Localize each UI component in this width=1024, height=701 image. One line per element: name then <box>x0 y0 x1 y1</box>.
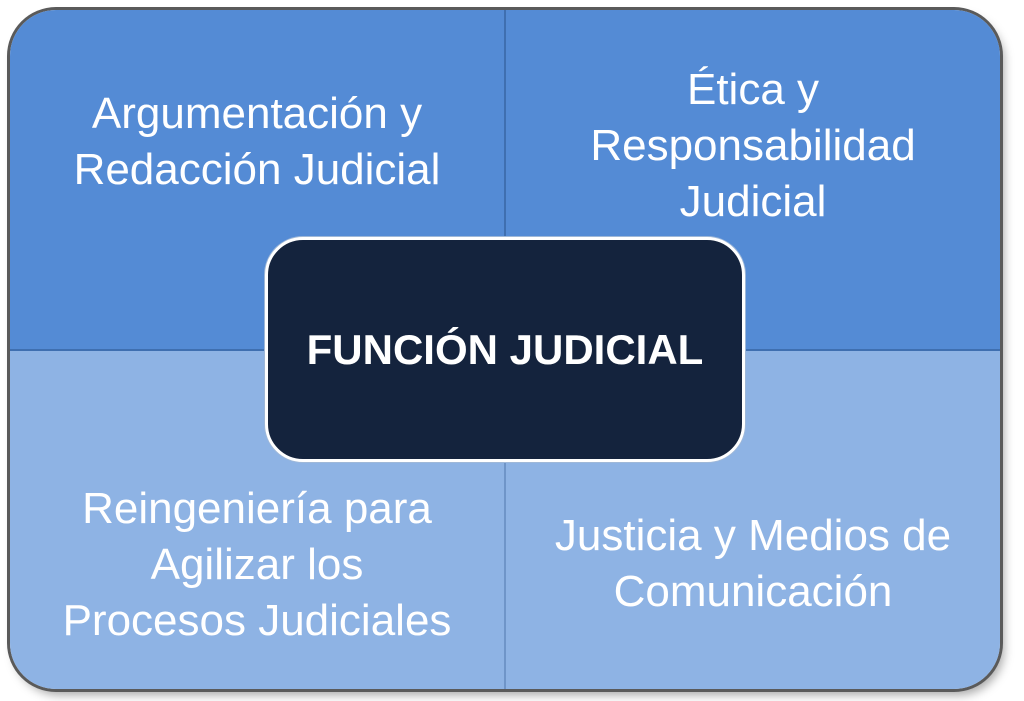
quadrant-top-left: Argumentación y Redacción Judicial <box>10 10 505 350</box>
quadrant-top-right-label: Ética y Responsabilidad Judicial <box>590 65 916 226</box>
center-concept-box: FUNCIÓN JUDICIAL <box>265 237 745 462</box>
quadrant-top-left-label: Argumentación y Redacción Judicial <box>73 89 441 194</box>
quadrant-top-right: Ética y Responsabilidad Judicial <box>505 10 1000 350</box>
center-concept-label: FUNCIÓN JUDICIAL <box>306 325 704 373</box>
quadrant-bottom-right-label: Justicia y Medios de Comunicación <box>554 511 952 616</box>
quadrant-bottom-left-label: Reingeniería para Agilizar los Procesos … <box>62 484 452 645</box>
